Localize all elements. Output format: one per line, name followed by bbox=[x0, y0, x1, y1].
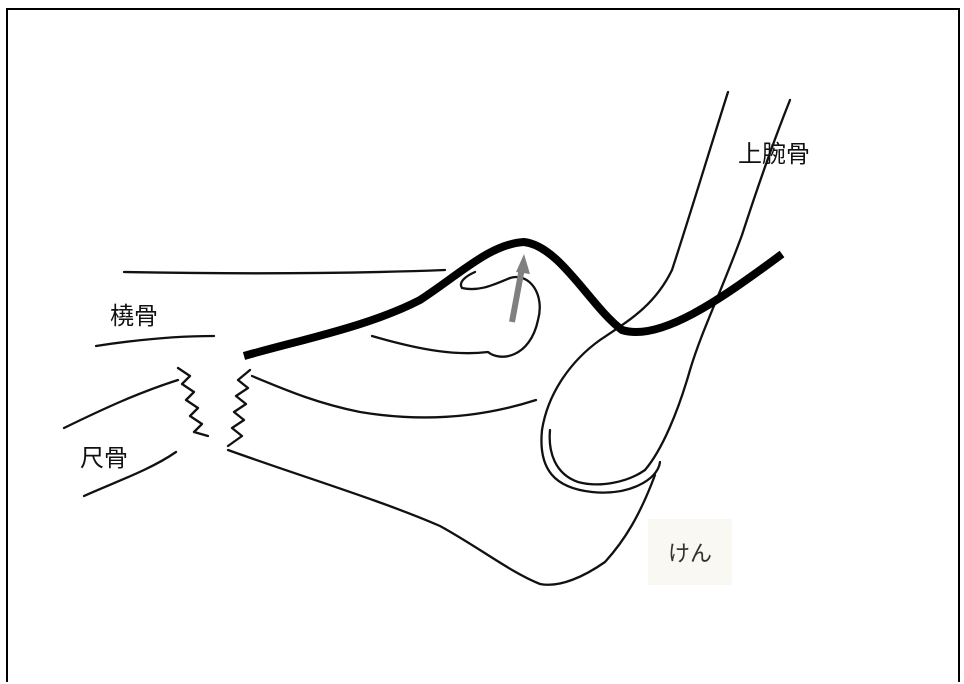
label-tendon: けん bbox=[648, 519, 732, 585]
fracture-zigzag-right bbox=[228, 370, 250, 446]
label-ulna: 尺骨 bbox=[80, 446, 128, 470]
forearm-inner-contour bbox=[252, 376, 536, 417]
label-tendon-text: けん bbox=[668, 536, 712, 568]
arrow-icon bbox=[516, 254, 530, 274]
radius-lower-edge bbox=[96, 336, 214, 346]
ulna-olecranon-contour bbox=[228, 450, 655, 585]
label-radius: 橈骨 bbox=[110, 304, 158, 328]
ulna-upper-shaft bbox=[64, 380, 178, 428]
humerus-left-edge bbox=[541, 92, 728, 493]
forearm-upper-contour bbox=[124, 270, 445, 273]
fracture-zigzag-left bbox=[178, 368, 208, 436]
label-humerus: 上腕骨 bbox=[738, 142, 810, 166]
